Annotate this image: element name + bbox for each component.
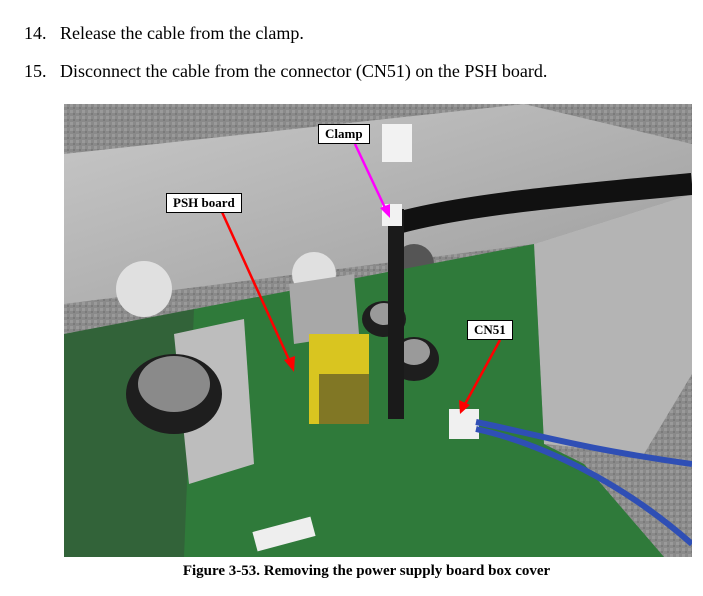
step-number: 14. xyxy=(24,23,47,43)
figure-caption: Figure 3-53. Removing the power supply b… xyxy=(182,563,551,579)
step-number: 15. xyxy=(24,61,47,81)
step-text: Disconnect the cable from the connector … xyxy=(60,61,548,81)
callout-clamp: Clamp xyxy=(318,124,370,144)
step-14: 14. Release the cable from the clamp. xyxy=(24,23,304,44)
callout-psh-board: PSH board xyxy=(166,193,242,213)
psh-board-arrow xyxy=(220,211,295,372)
step-text: Release the cable from the clamp. xyxy=(60,23,304,43)
callout-cn51: CN51 xyxy=(467,320,513,340)
figure-photo xyxy=(64,104,692,557)
cn51-arrow xyxy=(459,339,502,414)
step-15: 15. Disconnect the cable from the connect… xyxy=(24,61,547,82)
clamp-arrow xyxy=(353,143,390,218)
